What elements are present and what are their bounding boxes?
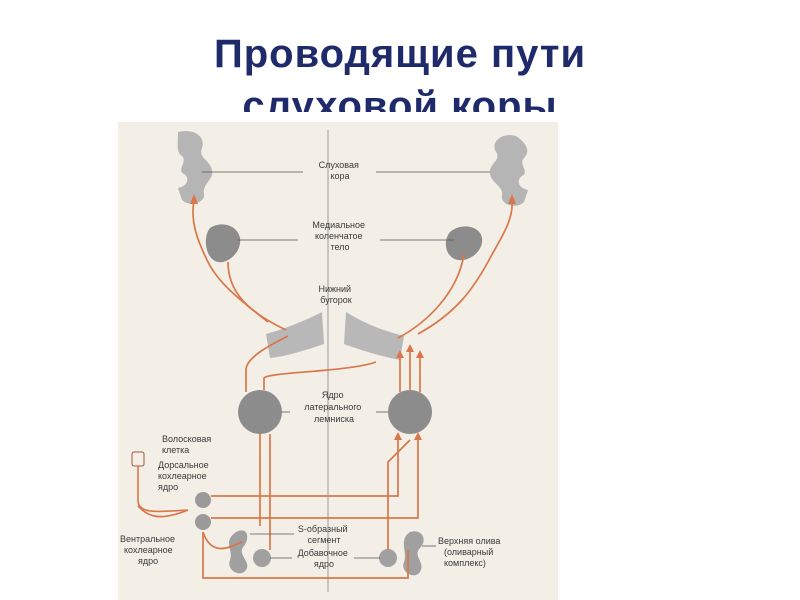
right-lateral-lemniscus-nucleus xyxy=(388,390,432,434)
pathway-ventral-loop xyxy=(202,532,409,579)
arrow-right-ll-a xyxy=(394,432,402,440)
right-auditory-cortex xyxy=(489,135,528,206)
left-accessory-nucleus xyxy=(253,549,271,567)
pathway-lines xyxy=(137,199,513,579)
label-accessory-nucleus: Добавочное ядро xyxy=(298,548,351,569)
pathway-left-lemniscus-a xyxy=(245,335,289,392)
left-auditory-cortex xyxy=(177,130,213,204)
leader-lines xyxy=(202,171,490,559)
pathway-cross-upper xyxy=(263,361,377,390)
label-hair-cell: Волосковая клетка xyxy=(162,434,214,455)
label-superior-olive: Верхняя олива (оливарный комплекс) xyxy=(438,536,503,568)
arrow-right-ic-c xyxy=(416,350,424,358)
title-line-2: слуховой коры xyxy=(242,84,558,112)
auditory-pathway-figure: Слуховая кора Медиальное коленчатое тело… xyxy=(118,122,558,600)
pathway-right-upper xyxy=(417,199,513,335)
pathway-dorsal-cross xyxy=(211,436,399,497)
label-ventral-cochlear-nucleus: Вентральное кохлеарное ядро xyxy=(120,534,178,566)
right-inferior-colliculus xyxy=(344,312,404,360)
slide-title: Проводящие пути слуховой коры xyxy=(0,28,800,112)
left-lateral-lemniscus-nucleus xyxy=(238,390,282,434)
label-medial-geniculate-body: Медиальное коленчатое тело xyxy=(312,220,367,252)
left-superior-olive xyxy=(228,530,248,574)
pathway-left-upper xyxy=(192,199,269,323)
title-line-1: Проводящие пути xyxy=(213,32,587,76)
pathway-right-mgb xyxy=(397,253,465,339)
pathway-left-mgb xyxy=(227,261,287,331)
label-s-segment: S-образный сегмент xyxy=(298,524,350,545)
pathway-ventral-cross xyxy=(211,436,419,519)
pathway-hair-loop xyxy=(137,505,189,518)
left-inferior-colliculus xyxy=(266,312,324,358)
arrow-right-ic-b xyxy=(406,344,414,352)
label-lateral-lemniscus: Ядро латерального лемниска xyxy=(304,390,364,424)
dorsal-cochlear-nucleus xyxy=(195,492,211,508)
label-inferior-colliculus: Нижний бугорок xyxy=(318,284,353,305)
label-auditory-cortex: Слуховая кора xyxy=(319,160,362,181)
auditory-pathway-diagram: Слуховая кора Медиальное коленчатое тело… xyxy=(120,130,528,592)
right-accessory-nucleus xyxy=(379,549,397,567)
arrowheads xyxy=(190,194,516,440)
auditory-nerve xyxy=(137,466,189,513)
right-superior-olive xyxy=(403,531,424,576)
pathway-ventral-olive xyxy=(202,531,243,550)
right-medial-geniculate-body xyxy=(445,226,483,261)
left-medial-geniculate-body xyxy=(205,224,241,263)
arrow-left-cortex xyxy=(190,194,198,204)
arrow-right-cortex xyxy=(508,194,516,204)
pathway-right-accessory xyxy=(387,439,411,550)
arrow-right-ic-a xyxy=(396,350,404,358)
ventral-cochlear-nucleus xyxy=(195,514,211,530)
label-dorsal-cochlear-nucleus: Дорсальное кохлеарное ядро xyxy=(158,460,211,492)
hair-cell xyxy=(131,451,145,467)
arrow-right-ll-b xyxy=(414,432,422,440)
